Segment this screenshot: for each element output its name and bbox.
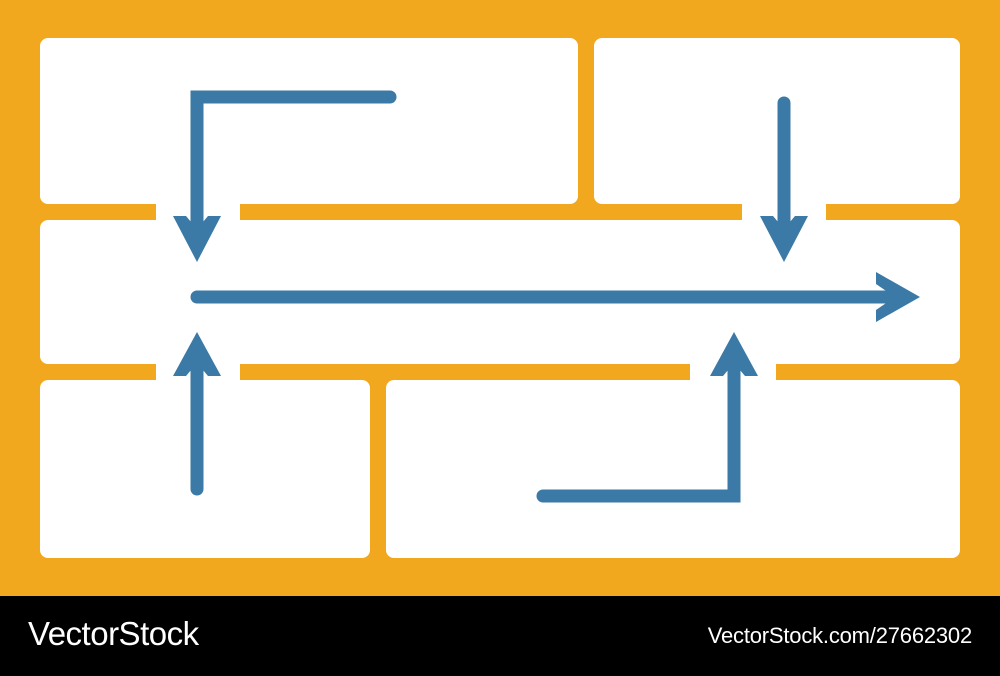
room-top-right <box>594 38 960 204</box>
corner-arrow-down-left-path <box>190 90 397 239</box>
corner-arrow-up-right-path <box>536 349 741 503</box>
arrowhead-down-right <box>760 216 808 262</box>
arrowhead-up-left <box>173 332 221 376</box>
room-bottom-right <box>386 380 960 558</box>
maze-route-diagram <box>0 0 1000 596</box>
arrowhead-right <box>876 272 920 322</box>
arrowhead-up-right <box>710 332 758 376</box>
image-id-text: VectorStock.com/27662302 <box>707 623 972 648</box>
watermark-footer: VectorStock VectorStock.com/27662302 <box>0 596 1000 676</box>
arrowhead-down-left <box>173 216 221 262</box>
room-bottom-left <box>40 380 370 558</box>
brand-logo-text: VectorStock <box>28 615 199 652</box>
room-top-left <box>40 38 578 204</box>
